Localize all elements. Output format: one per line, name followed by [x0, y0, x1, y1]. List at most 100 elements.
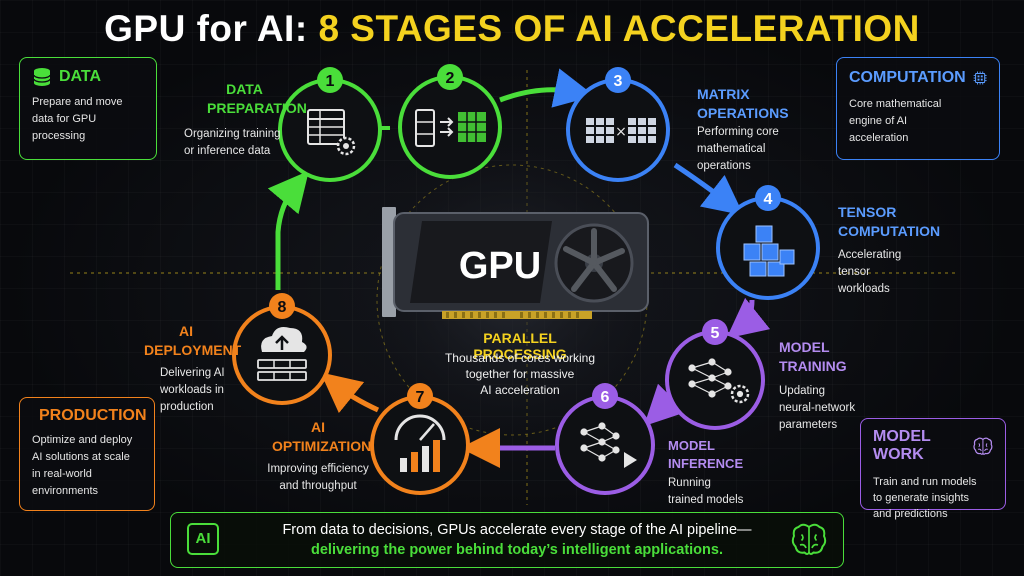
side-box-model-work-line: Train and run models — [873, 476, 977, 488]
stage-7-title: AI OPTIMIZATION — [272, 418, 372, 456]
stage-5-circle: 5 — [665, 319, 765, 430]
stage-7-desc: Improving efficiency and throughput — [263, 461, 373, 495]
parallel-processing-desc: Thousands of cores working together for … — [430, 350, 610, 398]
stage-title-line: TENSOR — [838, 204, 897, 220]
stage-desc-line: Delivering AI — [160, 367, 225, 379]
stage-3-title: MATRIX OPERATIONS — [697, 85, 789, 123]
stage-8-circle: 8 — [232, 293, 332, 405]
side-box-production: PRODUCTION Optimize and deploy AI soluti… — [19, 397, 155, 511]
stage-title-line: AI — [179, 323, 193, 339]
parallel-processing-title: PARALLEL PROCESSING — [473, 330, 567, 362]
stage-title-line: OPTIMIZATION — [272, 438, 372, 454]
side-box-data-title: DATA — [59, 68, 102, 85]
arrow-8-to-1 — [267, 170, 309, 290]
stage-3-circle: × 3 — [566, 67, 670, 182]
stage-title-line: TRAINING — [779, 358, 847, 374]
arrow-3-to-4 — [673, 162, 744, 216]
side-box-data-line: data for GPU — [32, 113, 97, 125]
matrix-multiply-icon: × — [586, 118, 656, 143]
spreadsheet-gear-icon — [307, 109, 356, 156]
side-box-data: DATA Prepare and move data for GPU proce… — [19, 57, 157, 160]
side-box-production-title: PRODUCTION — [39, 407, 147, 424]
stage-6-number: 6 — [601, 389, 610, 406]
stage-desc-line: and throughput — [279, 480, 357, 492]
stage-desc-line: workloads — [838, 283, 890, 295]
stage-1-title: DATA PREPARATION — [207, 80, 307, 118]
stage-desc-line: Organizing training — [184, 128, 281, 140]
gauge-chart-icon — [394, 414, 446, 472]
svg-text:×: × — [615, 124, 627, 140]
stage-title-line: COMPUTATION — [838, 223, 941, 239]
stage-6-title: MODEL INFERENCE — [668, 437, 743, 473]
stage-desc-line: tensor — [838, 266, 870, 278]
stage-7-number: 7 — [416, 389, 425, 406]
side-box-model-work: MODEL WORK Train and run models to gener… — [860, 418, 1006, 520]
stage-desc-line: Performing core — [697, 126, 779, 138]
stage-8-desc: Delivering AI workloads in production — [160, 365, 225, 416]
footer-line-1: From data to decisions, GPUs accelerate … — [282, 522, 752, 538]
center-desc-line: Thousands of cores working — [444, 351, 596, 365]
footer-line-2: delivering the power behind today’s inte… — [311, 542, 723, 558]
stage-desc-line: mathematical — [697, 143, 766, 155]
stage-desc-line: Updating — [779, 385, 826, 397]
stage-desc-line: operations — [697, 160, 751, 172]
stage-1-number: 1 — [326, 73, 335, 90]
chip-icon — [973, 71, 987, 85]
side-box-model-work-line: and predictions — [873, 508, 948, 520]
stage-title-line: DEPLOYMENT — [144, 342, 242, 358]
gpu-card — [382, 207, 649, 319]
stage-7-circle: 7 — [370, 383, 470, 495]
server-to-grid-icon — [415, 109, 486, 147]
stage-desc-line: parameters — [779, 419, 838, 431]
stage-title-line: PREPARATION — [207, 100, 307, 116]
stage-title-line: OPERATIONS — [697, 105, 789, 121]
side-box-model-work-line: to generate insights — [873, 492, 970, 504]
stage-title-line: AI — [311, 419, 325, 435]
stage-5-desc: Updating neural-network parameters — [779, 383, 855, 434]
stage-desc-line: Accelerating — [838, 249, 902, 261]
stage-1-desc: Organizing training or inference data — [184, 126, 281, 160]
footer-banner: AI From data to decisions, GPUs accelera… — [170, 512, 844, 568]
stage-title-line: DATA — [226, 81, 263, 97]
cloud-upload-server-icon — [257, 327, 307, 381]
arrow-4-to-5 — [726, 297, 771, 339]
stage-3-desc: Performing core mathematical operations — [697, 124, 779, 175]
stage-desc-line: workloads in — [160, 384, 224, 396]
title-highlight: 8 STAGES OF AI ACCELERATION — [318, 8, 920, 49]
database-icon — [33, 68, 51, 86]
side-box-production-line: in real-world — [32, 468, 92, 480]
cubes-icon — [743, 225, 795, 277]
ai-badge-icon: AI — [187, 523, 219, 555]
gpu-label: GPU — [459, 245, 541, 287]
stage-5-title: MODEL TRAINING — [779, 338, 847, 376]
page-title: GPU for AI: 8 STAGES OF AI ACCELERATION — [0, 8, 1024, 50]
stage-3-number: 3 — [614, 73, 623, 90]
side-box-computation-title: COMPUTATION — [849, 69, 966, 86]
stage-title-line: MODEL — [779, 339, 830, 355]
side-box-model-work-title: MODEL WORK — [873, 428, 931, 463]
center-desc-line: AI acceleration — [480, 383, 560, 397]
stage-4-title: TENSOR COMPUTATION — [838, 203, 940, 241]
side-box-computation: COMPUTATION Core mathematical engine of … — [836, 57, 1000, 160]
side-box-production-line: Optimize and deploy — [32, 434, 133, 446]
stage-title-line: INFERENCE — [668, 456, 744, 471]
side-box-production-line: environments — [32, 485, 99, 497]
stage-8-number: 8 — [278, 299, 287, 316]
brain-icon — [791, 523, 827, 555]
stage-desc-line: production — [160, 401, 214, 413]
side-box-data-line: processing — [32, 130, 86, 142]
stage-1-circle: 1 — [278, 67, 382, 182]
stage-desc-line: Running — [668, 477, 711, 489]
arrow-7-to-8 — [320, 372, 380, 414]
stage-title-line: MODEL — [668, 438, 715, 453]
brain-icon — [973, 437, 993, 455]
stage-4-circle: 4 — [716, 185, 820, 300]
stage-6-circle: 6 — [555, 383, 655, 495]
stage-4-desc: Accelerating tensor workloads — [838, 247, 901, 298]
stage-title-line: MATRIX — [697, 86, 750, 102]
stage-desc-line: trained models — [668, 494, 744, 506]
arrow-2-to-3 — [499, 68, 595, 108]
stage-desc-line: Improving efficiency — [267, 463, 369, 475]
